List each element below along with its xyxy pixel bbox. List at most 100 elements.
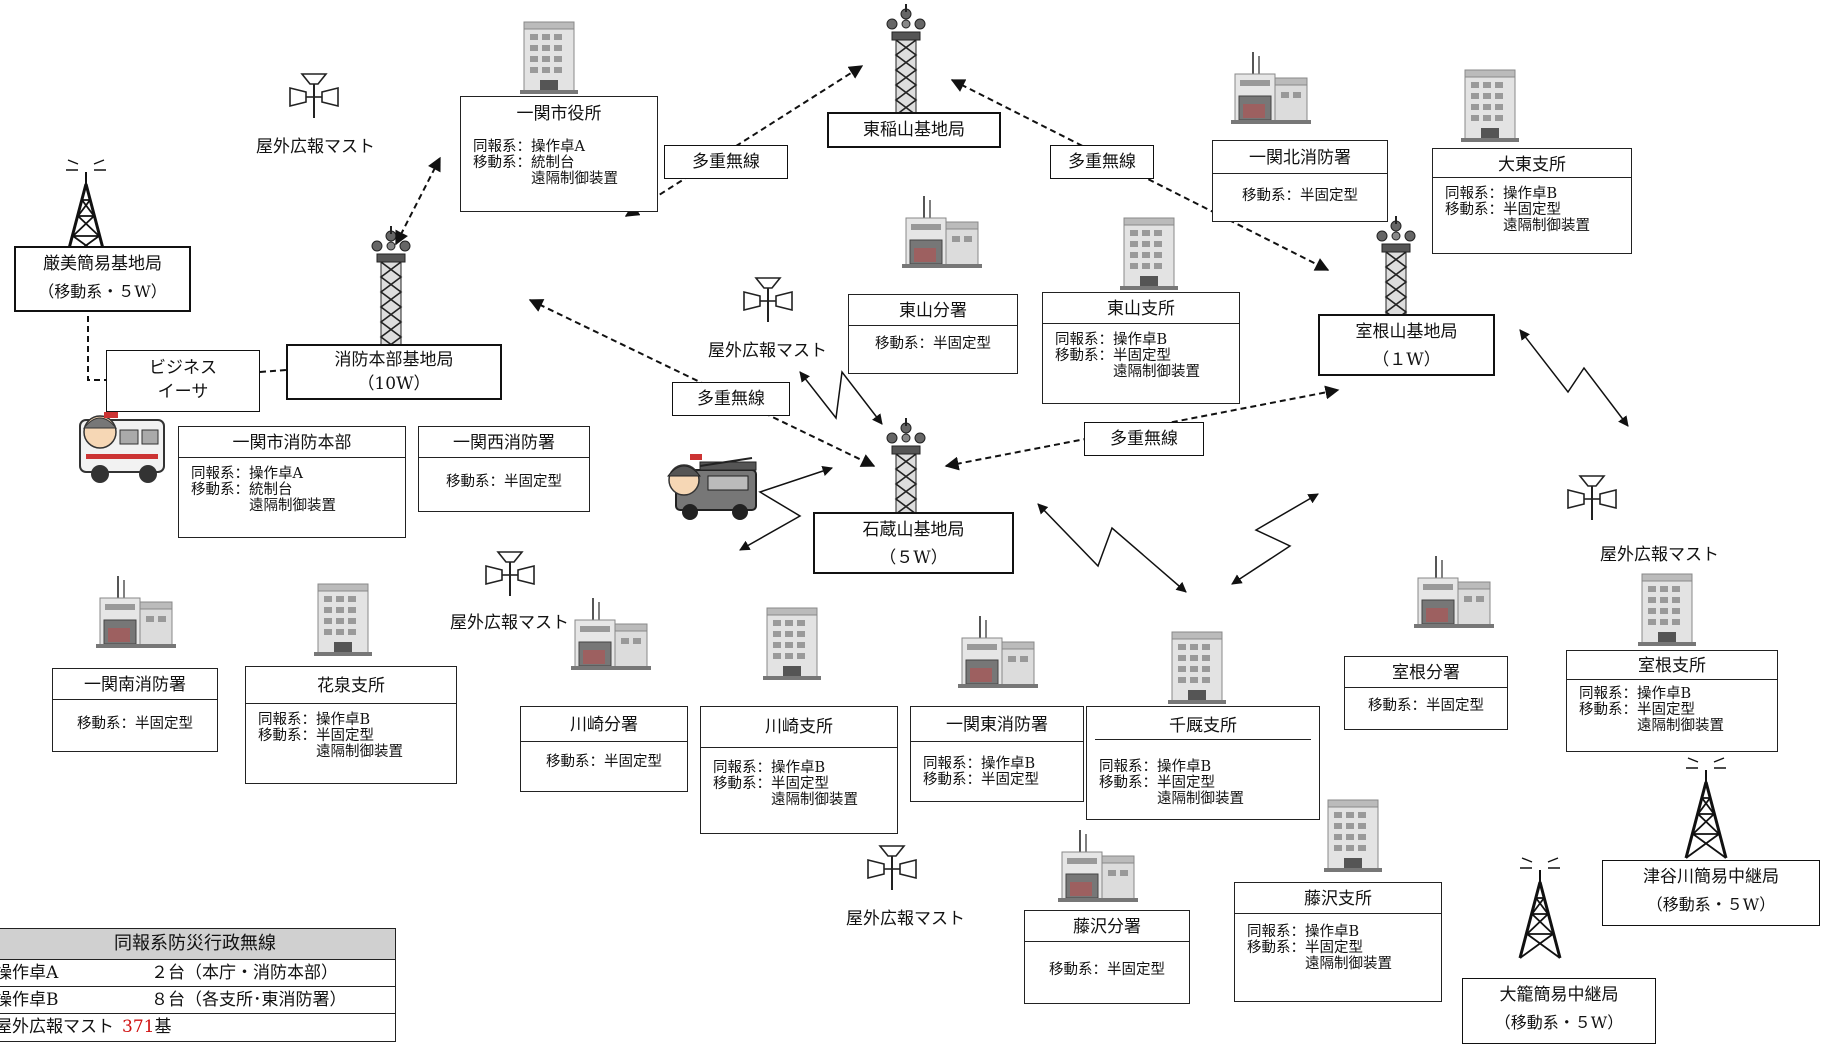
office-line: 移動系：半固定型	[1049, 962, 1165, 978]
office-line: 同報系：操作卓B	[713, 760, 826, 776]
office-higashiyama-shisho: 東山支所 同報系：操作卓B 移動系：半固定型 遠隔制御装置	[1042, 292, 1240, 404]
fire-engine-icon	[666, 454, 757, 520]
office-line: 遠隔制御装置	[191, 498, 336, 514]
office-line: 移動系：統制台	[191, 482, 293, 498]
office-title: 一関北消防署	[1213, 141, 1387, 174]
murone-shisho-building-icon	[1637, 573, 1697, 647]
legend-row-value: ８台（各支所･東消防署）	[151, 990, 347, 1010]
office-line: 移動系：半固定型	[713, 776, 829, 792]
station-power: （10W）	[357, 374, 431, 394]
higashiyama-shisho-building-icon	[1119, 217, 1179, 291]
office-kawasaki-shisho: 川崎支所 同報系：操作卓B 移動系：半固定型 遠隔制御装置	[700, 706, 898, 834]
station-note: （移動系・５W）	[38, 282, 167, 301]
business-isa-line2: イーサ	[157, 382, 209, 402]
legend-row: 操作卓A ２台（本庁・消防本部）	[0, 960, 395, 987]
office-line: 同報系：操作卓B	[1579, 686, 1692, 702]
station-power: （１W）	[1372, 350, 1441, 370]
mast-label-2: 屋外広報マスト	[708, 341, 827, 361]
office-line: 遠隔制御装置	[1099, 791, 1244, 807]
minami-fire-station-icon	[95, 575, 177, 649]
office-title: 東山分署	[849, 295, 1017, 326]
multiplex-label-3: 多重無線	[672, 382, 790, 416]
office-title: 千厩支所	[1169, 716, 1237, 736]
station-shobo-honbu: 消防本部基地局 （10W）	[286, 344, 502, 400]
mast-icon-5	[867, 845, 917, 891]
station-name: 石蔵山基地局	[862, 520, 965, 540]
multiplex-label-4: 多重無線	[1084, 422, 1204, 456]
station-higashi-inasan: 東稲山基地局	[827, 112, 1001, 148]
office-line: 同報系：操作卓B	[1445, 186, 1558, 202]
office-line: 遠隔制御装置	[473, 171, 618, 187]
wireless-muronesan-mast4	[1519, 329, 1629, 427]
station-tsuyagawa: 津谷川簡易中継局 （移動系・５W）	[1602, 860, 1820, 926]
okago-antenna-icon	[1518, 856, 1562, 960]
wireless-ishikurasan-south	[1037, 503, 1187, 593]
office-line: 同報系：操作卓B	[1099, 759, 1212, 775]
legend-mast-count: 371	[122, 1017, 155, 1037]
office-higashiyama-bunsho: 東山分署 移動系：半固定型	[848, 294, 1018, 374]
legend-row-label: 操作卓B	[0, 990, 59, 1010]
link-genbi-isa	[87, 306, 106, 381]
mast-icon-3	[485, 551, 535, 597]
office-line: 同報系：操作卓B	[1055, 332, 1168, 348]
office-line: 同報系：操作卓A	[473, 139, 585, 155]
office-title: 一関南消防署	[53, 669, 217, 700]
office-line: 移動系：半固定型	[1055, 348, 1171, 364]
office-title: 川崎分署	[521, 707, 687, 742]
office-fire-hq: 一関市消防本部 同報系：操作卓A 移動系：統制台 遠隔制御装置	[178, 426, 406, 538]
city-hall-building-icon	[519, 21, 579, 95]
station-name: 厳美簡易基地局	[43, 254, 162, 274]
office-line: 移動系：半固定型	[923, 772, 1039, 788]
kawasaki-shisho-building-icon	[762, 607, 822, 681]
multiplex-label-2: 多重無線	[1050, 145, 1154, 179]
office-line: 遠隔制御装置	[1445, 218, 1590, 234]
station-name: 東稲山基地局	[863, 120, 965, 140]
office-line: 移動系：半固定型	[875, 336, 991, 352]
wireless-south-muronesan	[1231, 493, 1319, 585]
office-title: 藤沢分署	[1025, 911, 1189, 942]
office-line: 移動系：半固定型	[258, 728, 374, 744]
office-kawasaki-bunsho: 川崎分署 移動系：半固定型	[520, 706, 688, 792]
office-title: 藤沢支所	[1235, 883, 1441, 914]
office-line: 同報系：操作卓B	[923, 756, 1036, 772]
office-kita-fire: 一関北消防署 移動系：半固定型	[1212, 140, 1388, 222]
link-isa-honbu	[259, 369, 287, 373]
office-line: 移動系：半固定型	[1368, 698, 1484, 714]
station-genbi: 厳美簡易基地局 （移動系・５W）	[14, 246, 191, 312]
business-isa-box: ビジネス イーサ	[106, 350, 260, 412]
office-nishi-fire: 一関西消防署 移動系：半固定型	[418, 426, 590, 512]
office-line: 移動系：統制台	[473, 155, 575, 171]
office-line: 移動系：半固定型	[1099, 775, 1215, 791]
office-title: 一関市役所	[516, 104, 602, 124]
fujisawa-bunsho-icon	[1057, 829, 1139, 903]
tsuyagawa-antenna-icon	[1684, 756, 1728, 860]
legend-row: 操作卓B ８台（各支所･東消防署）	[0, 987, 395, 1014]
mast-icon-1	[289, 73, 339, 119]
wireless-vehicle-ishikurasan	[739, 466, 833, 551]
station-note: （移動系・５W）	[1494, 1013, 1624, 1032]
office-line: 移動系：半固定型	[1579, 702, 1695, 718]
office-hanaizumi: 花泉支所 同報系：操作卓B 移動系：半固定型 遠隔制御装置	[245, 666, 457, 784]
office-murone-bunsho: 室根分署 移動系：半固定型	[1344, 656, 1508, 730]
legend-row-label: 操作卓A	[0, 963, 59, 983]
office-line: 同報系：操作卓A	[191, 466, 303, 482]
hanaizumi-building-icon	[313, 583, 373, 657]
mast-label-4: 屋外広報マスト	[1600, 545, 1719, 565]
office-daito: 大東支所 同報系：操作卓B 移動系：半固定型 遠隔制御装置	[1432, 148, 1632, 254]
business-isa-line1: ビジネス	[149, 358, 217, 378]
office-fujisawa-shisho: 藤沢支所 同報系：操作卓B 移動系：半固定型 遠隔制御装置	[1234, 882, 1442, 1002]
office-line: 移動系：半固定型	[1445, 202, 1561, 218]
wireless-mast2-ishikurasan	[799, 370, 883, 425]
office-line: 移動系：半固定型	[446, 474, 562, 490]
office-line: 遠隔制御装置	[713, 792, 858, 808]
office-title: 一関西消防署	[419, 427, 589, 458]
daito-building-icon	[1460, 69, 1520, 143]
higashi-fire-station-icon	[957, 615, 1039, 689]
station-okago: 大籠簡易中継局 （移動系・５W）	[1462, 978, 1656, 1044]
station-name: 消防本部基地局	[334, 350, 454, 370]
office-line: 同報系：操作卓B	[1247, 924, 1360, 940]
office-title: 東山支所	[1043, 293, 1239, 324]
office-higashi-fire: 一関東消防署 同報系：操作卓B 移動系：半固定型	[910, 706, 1084, 802]
office-title: 室根分署	[1345, 657, 1507, 688]
